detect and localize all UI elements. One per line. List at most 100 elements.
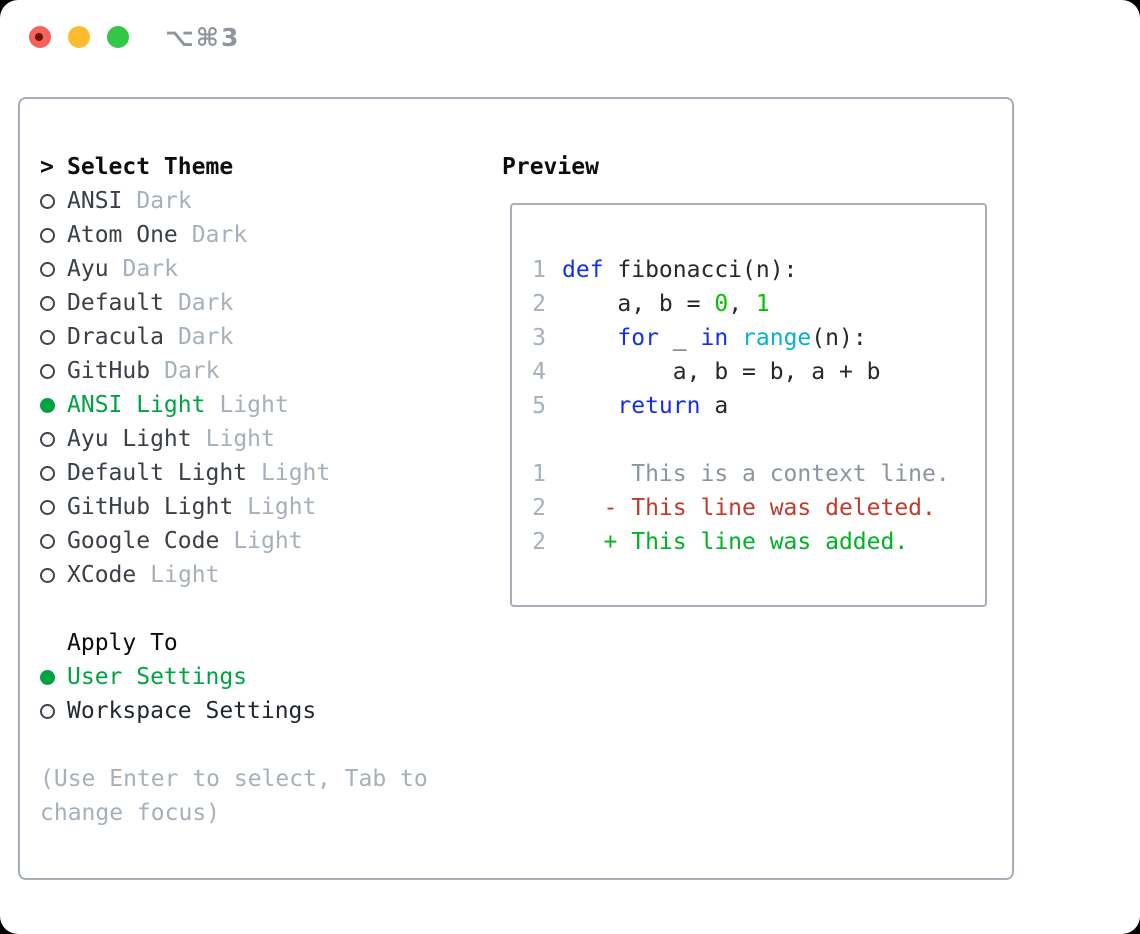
code-span: (n): — [811, 325, 867, 351]
theme-option[interactable]: Dracula Dark — [40, 320, 490, 354]
code-span: range — [742, 325, 812, 351]
code-line: 3 for _ in range(n): — [532, 321, 985, 355]
preview-title: Preview — [502, 154, 599, 180]
radio-icon — [40, 703, 55, 719]
apply-to-header-row: Apply To — [40, 626, 490, 660]
radio-icon — [40, 567, 55, 583]
hint-text: (Use Enter to select, Tab to change focu… — [40, 766, 428, 826]
theme-label: XCode Light — [67, 562, 220, 588]
code-span: _ — [658, 325, 701, 351]
code-span: a, b = b, a + b — [562, 359, 881, 385]
code-span: This is a context line. — [562, 461, 950, 487]
close-button[interactable] — [29, 26, 51, 48]
code-line — [532, 423, 985, 457]
line-number: 2 — [532, 291, 546, 317]
line-content: return a — [562, 393, 728, 419]
code-line: 2 + This line was added. — [532, 525, 985, 559]
code-span: for — [617, 325, 659, 351]
theme-name: Dracula — [67, 324, 164, 350]
line-content: a, b = 0, 1 — [562, 291, 769, 317]
code-line: 5 return a — [532, 389, 985, 423]
theme-variant: Light — [205, 426, 275, 452]
radio-icon — [40, 295, 55, 311]
theme-variant: Dark — [177, 290, 234, 316]
line-number: 2 — [532, 495, 546, 521]
radio-icon — [40, 533, 55, 549]
theme-option[interactable]: Ayu Light Light — [40, 422, 490, 456]
theme-name: Default Light — [67, 460, 248, 486]
line-content: - This line was deleted. — [562, 495, 936, 521]
line-number: 4 — [532, 359, 546, 385]
radio-icon — [40, 227, 55, 243]
theme-label: Ayu Light Light — [67, 426, 275, 452]
selected-radio-icon — [40, 397, 55, 413]
minimize-button[interactable] — [68, 26, 90, 48]
code-span: , — [728, 291, 756, 317]
theme-variant: Light — [150, 562, 220, 588]
code-line: 1 This is a context line. — [532, 457, 985, 491]
line-content: def fibonacci(n): — [562, 257, 797, 283]
code-span — [562, 325, 617, 351]
code-span: - This line was deleted. — [562, 495, 936, 521]
window-title: ⌥⌘3 — [165, 23, 241, 52]
line-number: 2 — [532, 529, 546, 555]
radio-icon — [40, 193, 55, 209]
code-span: fibonacci(n): — [603, 257, 798, 283]
apply-option[interactable]: Workspace Settings — [40, 694, 490, 728]
spacer — [40, 592, 490, 626]
line-content: This is a context line. — [562, 461, 950, 487]
theme-name: ANSI — [67, 188, 123, 214]
line-number: 1 — [532, 461, 546, 487]
line-number: 5 — [532, 393, 546, 419]
radio-icon — [40, 363, 55, 379]
zoom-button[interactable] — [107, 26, 129, 48]
code-span — [562, 393, 617, 419]
theme-option[interactable]: Default Light Light — [40, 456, 490, 490]
apply-option[interactable]: User Settings — [40, 660, 490, 694]
theme-variant: Dark — [164, 358, 220, 384]
theme-variant: Light — [261, 460, 331, 486]
theme-variant: Dark — [177, 324, 234, 350]
theme-label: Default Light Light — [67, 460, 330, 486]
code-span: in — [700, 325, 729, 351]
code-span: a, b = — [562, 291, 715, 317]
apply-option-label: User Settings — [67, 664, 248, 690]
code-line: 4 a, b = b, a + b — [532, 355, 985, 389]
close-dot-icon — [35, 33, 43, 41]
theme-option[interactable]: XCode Light — [40, 558, 490, 592]
theme-name: ANSI Light — [67, 392, 206, 418]
code-line: 2 a, b = 0, 1 — [532, 287, 985, 321]
theme-variant: Dark — [191, 222, 248, 248]
theme-name: XCode — [67, 562, 137, 588]
apply-option-label: Workspace Settings — [67, 698, 317, 724]
spacer — [40, 728, 490, 762]
theme-option[interactable]: ANSI Dark — [40, 184, 490, 218]
apply-to-title: Apply To — [67, 630, 178, 656]
theme-name: GitHub Light — [67, 494, 234, 520]
line-content: for _ in range(n): — [562, 325, 867, 351]
theme-label: ANSI Dark — [67, 188, 192, 214]
theme-variant: Dark — [136, 188, 192, 214]
code-span: + This line was added. — [562, 529, 909, 555]
theme-name: Ayu Light — [67, 426, 192, 452]
